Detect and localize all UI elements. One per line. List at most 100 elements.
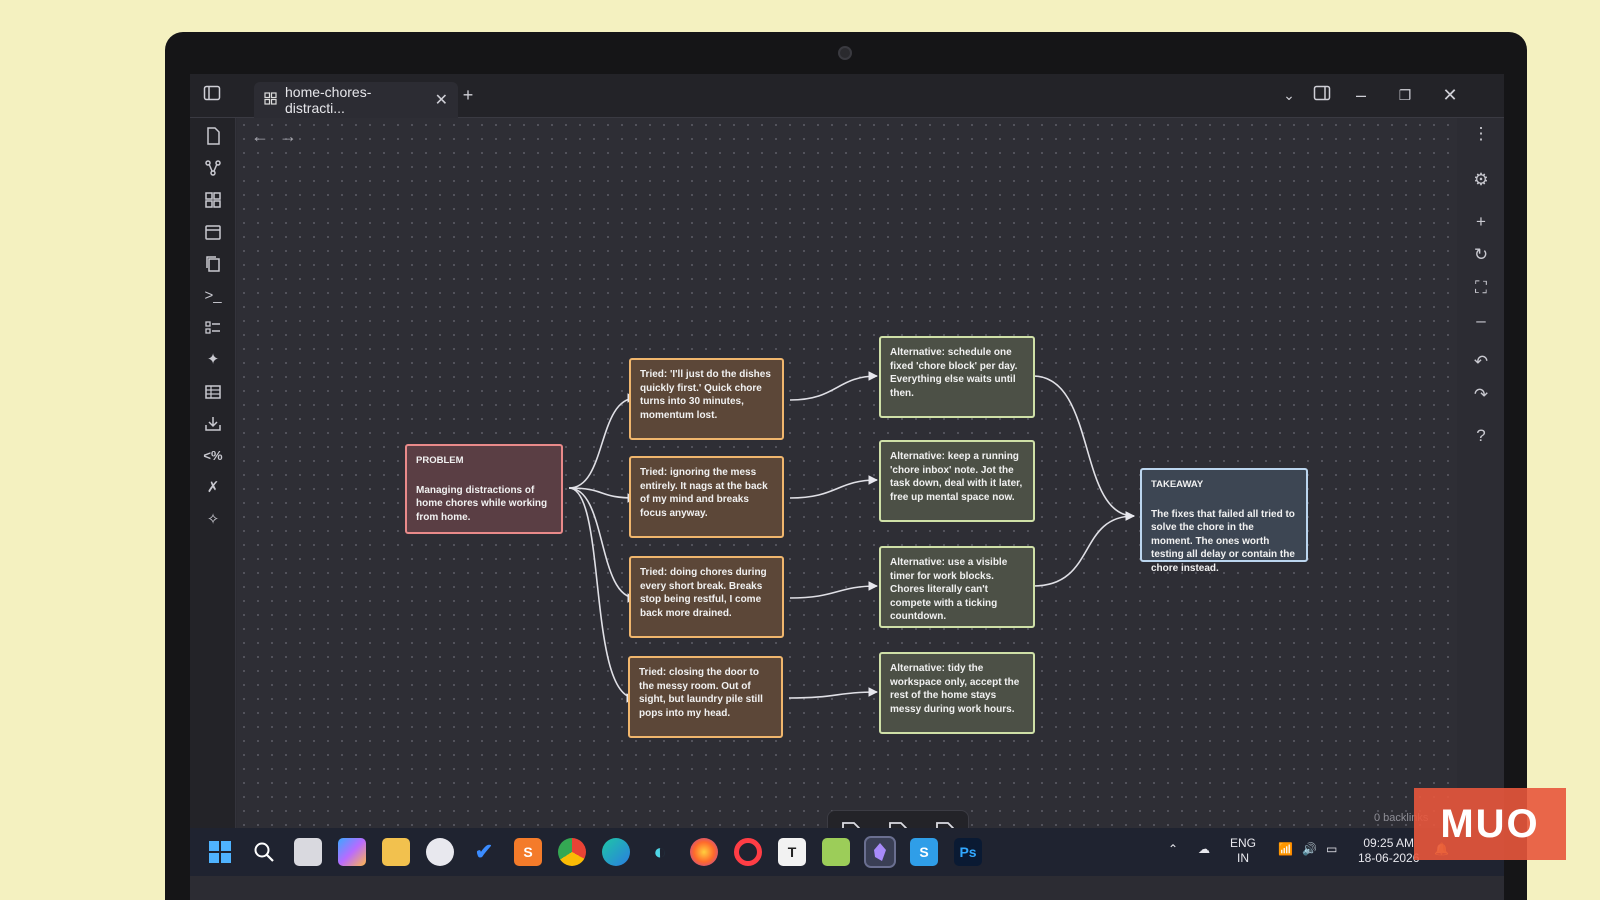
table-icon[interactable] bbox=[201, 380, 225, 404]
search-icon[interactable] bbox=[250, 838, 278, 866]
graph-view-icon[interactable] bbox=[201, 156, 225, 180]
excalidraw-icon[interactable]: ✗ bbox=[206, 479, 220, 496]
windows-start-icon[interactable] bbox=[206, 838, 234, 866]
tried-text-2: Tried: ignoring the mess entirely. It na… bbox=[640, 467, 768, 519]
chevron-down-icon[interactable]: ⌄ bbox=[1283, 87, 1295, 103]
windows-taskbar: ✔ S ◐ T S Ps ⌃ ☁ ENG IN 📶 🔊 ▭ 09:25 AM 1… bbox=[190, 828, 1504, 876]
terminal-icon[interactable]: >_ bbox=[204, 287, 222, 304]
battery-icon[interactable]: ▭ bbox=[1326, 842, 1338, 856]
alternative-card-2[interactable]: Alternative: keep a running 'chore inbox… bbox=[879, 440, 1035, 522]
settings-gear-icon[interactable]: ⚙ bbox=[1473, 170, 1489, 189]
more-options-icon[interactable]: ⋮ bbox=[1472, 124, 1490, 143]
tried-card-1[interactable]: Tried: 'I'll just do the dishes quickly … bbox=[629, 358, 784, 440]
edge-tried2-alt2 bbox=[789, 475, 878, 499]
tried-text-4: Tried: closing the door to the messy roo… bbox=[639, 667, 763, 719]
tab-title: home-chores-distracti... bbox=[285, 84, 372, 116]
onedrive-icon[interactable]: ☁ bbox=[1198, 842, 1210, 856]
clock-app-icon[interactable] bbox=[426, 838, 454, 866]
edge-tried3-alt3 bbox=[789, 581, 878, 599]
edge-problem-tried4 bbox=[568, 487, 636, 703]
minimize-icon[interactable]: – bbox=[1355, 85, 1366, 105]
close-window-icon[interactable]: ✕ bbox=[1442, 85, 1458, 105]
obsidian-icon[interactable] bbox=[864, 836, 896, 868]
webcam bbox=[838, 46, 852, 60]
tried-card-2[interactable]: Tried: ignoring the mess entirely. It na… bbox=[629, 456, 784, 538]
tried-card-4[interactable]: Tried: closing the door to the messy roo… bbox=[628, 656, 783, 738]
gear-star-icon[interactable]: ✧ bbox=[206, 511, 220, 528]
chrome-icon[interactable] bbox=[558, 838, 586, 866]
typora-icon[interactable]: T bbox=[778, 838, 806, 866]
sublime-icon[interactable]: S bbox=[514, 838, 542, 866]
problem-heading: PROBLEM bbox=[416, 455, 464, 466]
screen: home-chores-distracti... ✕ + ⌄ – ❐ ✕ >_ bbox=[190, 74, 1504, 900]
templater-icon[interactable]: <% bbox=[203, 448, 223, 463]
edge-problem-tried1 bbox=[568, 393, 637, 489]
edge-alt3-takeaway bbox=[1032, 511, 1135, 587]
sidebar-toggle-icon[interactable] bbox=[200, 84, 224, 107]
left-ribbon: >_ ✦ <% ✗ ✧ bbox=[190, 118, 236, 858]
clock-date: 18-06-2026 bbox=[1358, 851, 1420, 865]
close-tab-icon[interactable]: ✕ bbox=[434, 92, 448, 109]
tab-canvas[interactable]: home-chores-distracti... ✕ bbox=[254, 82, 458, 118]
calendar-icon[interactable] bbox=[201, 220, 225, 244]
zoom-out-icon[interactable]: – bbox=[1476, 311, 1486, 330]
photoshop-icon[interactable]: Ps bbox=[954, 838, 982, 866]
list-icon[interactable] bbox=[201, 316, 225, 340]
canvas-controls: ⋮ ⚙ + ↻ ⛶ – ↶ ↷ ? bbox=[1457, 118, 1504, 858]
edge-problem-tried3 bbox=[568, 487, 637, 603]
tried-card-3[interactable]: Tried: doing chores during every short b… bbox=[629, 556, 784, 638]
canvas-ribbon-icon[interactable] bbox=[201, 188, 225, 212]
takeaway-text: The fixes that failed all tried to solve… bbox=[1151, 508, 1295, 574]
wave-browser-icon[interactable]: ◐ bbox=[653, 839, 667, 864]
canvas-area[interactable]: ← → PROBLEM Managing bbox=[237, 118, 1457, 858]
restore-icon[interactable]: ❐ bbox=[1398, 87, 1412, 103]
problem-text: Managing distractions of home chores whi… bbox=[416, 484, 548, 523]
alternative-text-3: Alternative: use a visible timer for wor… bbox=[890, 557, 1008, 622]
sparkles-icon[interactable]: ✦ bbox=[206, 351, 220, 368]
reset-zoom-icon[interactable]: ↻ bbox=[1473, 245, 1489, 264]
help-icon[interactable]: ? bbox=[1476, 426, 1486, 445]
region-code: IN bbox=[1237, 851, 1249, 865]
file-explorer-icon[interactable] bbox=[382, 838, 410, 866]
copilot-icon[interactable] bbox=[338, 838, 366, 866]
language-indicator[interactable]: ENG IN bbox=[1230, 836, 1256, 866]
notepad-icon[interactable] bbox=[822, 838, 850, 866]
todo-check-icon[interactable]: ✔ bbox=[474, 839, 494, 864]
language-code: ENG bbox=[1230, 836, 1257, 850]
fit-to-screen-icon[interactable]: ⛶ bbox=[1475, 278, 1487, 297]
right-sidebar-toggle-icon[interactable] bbox=[1310, 84, 1334, 107]
firefox-icon[interactable] bbox=[690, 838, 718, 866]
zoom-in-icon[interactable]: + bbox=[1476, 212, 1486, 231]
edge-tried4-alt4 bbox=[788, 687, 878, 699]
alternative-card-3[interactable]: Alternative: use a visible timer for wor… bbox=[879, 546, 1035, 628]
takeaway-heading: TAKEAWAY bbox=[1151, 479, 1204, 490]
undo-icon[interactable]: ↶ bbox=[1473, 352, 1489, 371]
new-tab-icon[interactable]: + bbox=[462, 85, 474, 105]
title-bar: home-chores-distracti... ✕ + ⌄ – ❐ ✕ bbox=[190, 74, 1504, 118]
canvas-icon bbox=[264, 92, 277, 108]
alternative-card-4[interactable]: Alternative: tidy the workspace only, ac… bbox=[879, 652, 1035, 734]
problem-card[interactable]: PROBLEM Managing distractions of home ch… bbox=[405, 444, 563, 534]
takeaway-card[interactable]: TAKEAWAY The fixes that failed all tried… bbox=[1140, 468, 1308, 574]
edge-alt1-takeaway bbox=[1032, 375, 1135, 521]
edge-problem-tried2 bbox=[568, 487, 637, 503]
tried-text-1: Tried: 'I'll just do the dishes quickly … bbox=[640, 369, 771, 421]
new-note-icon[interactable] bbox=[201, 124, 225, 148]
volume-icon[interactable]: 🔊 bbox=[1302, 842, 1317, 856]
alternative-card-1[interactable]: Alternative: schedule one fixed 'chore b… bbox=[879, 336, 1035, 418]
opera-icon[interactable] bbox=[734, 838, 762, 866]
clock[interactable]: 09:25 AM 18-06-2026 bbox=[1358, 836, 1419, 866]
muo-watermark-logo: MUO bbox=[1414, 788, 1566, 860]
alternative-text-2: Alternative: keep a running 'chore inbox… bbox=[890, 451, 1023, 503]
redo-icon[interactable]: ↷ bbox=[1473, 385, 1489, 404]
import-icon[interactable] bbox=[201, 412, 225, 436]
forward-arrow-icon[interactable]: → bbox=[279, 126, 297, 146]
back-arrow-icon[interactable]: ← bbox=[251, 126, 269, 146]
tried-text-3: Tried: doing chores during every short b… bbox=[640, 567, 767, 619]
edge-icon[interactable] bbox=[602, 838, 630, 866]
task-view-icon[interactable] bbox=[294, 838, 322, 866]
skype-icon[interactable]: S bbox=[910, 838, 938, 866]
wifi-icon[interactable]: 📶 bbox=[1278, 842, 1293, 856]
copy-icon[interactable] bbox=[201, 252, 225, 276]
chevron-up-icon[interactable]: ⌃ bbox=[1168, 842, 1179, 856]
